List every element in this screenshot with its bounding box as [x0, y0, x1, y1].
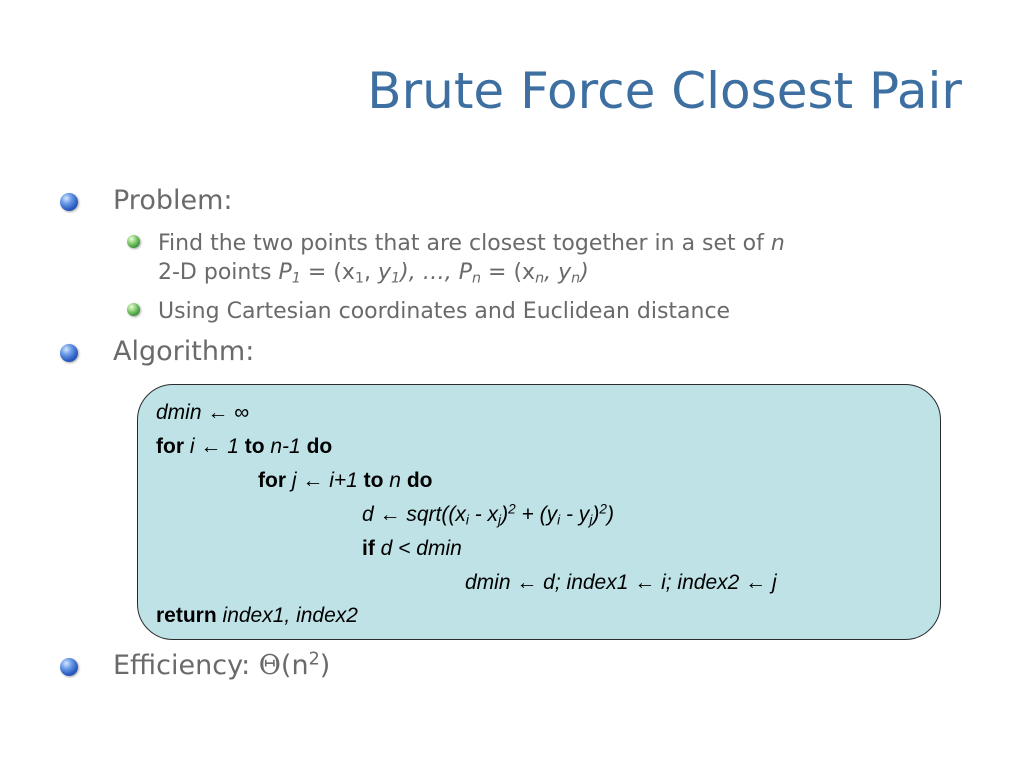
kw-if: if — [362, 537, 375, 560]
blue-bullet-icon — [60, 344, 78, 362]
code-paren: ) — [501, 503, 509, 526]
sub-n3: n — [571, 270, 581, 287]
code-dmin: dmin — [156, 401, 202, 424]
algorithm-pseudocode-box: dmin ← ∞ for i ← 1 to n-1 do for j ← i+1… — [137, 384, 941, 640]
code-n-1: n-1 — [270, 435, 301, 458]
kw-for: for — [258, 469, 286, 492]
code-line-6: dmin ← d; index1 ← i; index2 ← j — [465, 571, 777, 595]
sup-2: 2 — [508, 501, 516, 517]
problem-line1: Find the two points that are closest tog… — [158, 231, 771, 256]
code-i: i — [184, 435, 201, 458]
comma2: , — [544, 260, 559, 285]
var-p: P — [278, 260, 292, 285]
kw-for: for — [156, 435, 184, 458]
green-bullet-icon — [127, 235, 140, 248]
var-n: n — [770, 231, 785, 256]
var-x: x — [341, 260, 355, 285]
sub-1c: 1 — [391, 270, 401, 287]
code-paren2: ) — [592, 503, 600, 526]
sub-1: 1 — [291, 270, 301, 287]
blue-bullet-icon — [60, 193, 78, 211]
code-assign-inf: ← ∞ — [201, 401, 250, 424]
efficiency-close: ) — [319, 650, 331, 681]
sub-n2: n — [535, 270, 545, 287]
code-line-2: for i ← 1 to n-1 do — [156, 435, 332, 459]
slide-title: Brute Force Closest Pair — [367, 62, 962, 120]
theta-symbol: Θ — [258, 650, 281, 681]
kw-to: to — [357, 469, 390, 492]
eq2: = ( — [481, 260, 523, 285]
code-d-sqrt: d ← sqrt((x — [362, 503, 466, 526]
efficiency-label: Efficiency: — [113, 650, 259, 681]
kw-to: to — [238, 435, 271, 458]
kw-do: do — [400, 469, 433, 492]
subbullet-problem-definition-text: Find the two points that are closest tog… — [158, 229, 785, 294]
code-minus-y: - y — [560, 503, 590, 526]
code-arrow: ← — [200, 435, 228, 458]
code-minus-x: - x — [468, 503, 499, 526]
sup-2b: 2 — [599, 501, 607, 517]
var-pn: P — [458, 260, 472, 285]
comma1: , — [363, 260, 378, 285]
code-line-5: if d < dmin — [362, 537, 462, 561]
code-one: 1 — [227, 435, 239, 458]
bullet-problem-label: Problem: — [113, 185, 233, 216]
kw-return: return — [156, 604, 217, 627]
bullet-algorithm-label: Algorithm: — [113, 336, 255, 367]
bullet-efficiency-text: Efficiency: Θ(n2) — [113, 650, 330, 681]
code-plus-y: + (y — [515, 503, 558, 526]
code-line-7: return index1, index2 — [156, 604, 358, 628]
code-assign-indices: dmin ← d; index1 ← i; index2 ← j — [465, 571, 777, 594]
code-paren3: ) — [606, 503, 614, 526]
var-y2: y — [558, 260, 572, 285]
code-condition: d < dmin — [374, 537, 462, 560]
efficiency-open: (n — [280, 650, 309, 681]
sub-j: j — [498, 512, 502, 528]
code-n: n — [389, 469, 401, 492]
code-j: j — [286, 469, 303, 492]
kw-do: do — [300, 435, 333, 458]
code-arrow: ← — [302, 469, 330, 492]
close1: ), …, — [400, 260, 459, 285]
code-line-4: d ← sqrt((xi - xj)2 + (yi - yj)2) — [362, 501, 614, 532]
sub-n: n — [471, 270, 482, 287]
var-y: y — [377, 260, 392, 285]
code-line-1: dmin ← ∞ — [156, 401, 249, 425]
green-bullet-icon — [127, 303, 140, 316]
sub-i: i — [465, 512, 469, 528]
code-line-3: for j ← i+1 to n do — [258, 469, 432, 493]
efficiency-exponent: 2 — [308, 649, 320, 670]
subbullet-coordinates-text: Using Cartesian coordinates and Euclidea… — [158, 299, 731, 324]
blue-bullet-icon — [60, 658, 78, 676]
eq1: = ( — [300, 260, 342, 285]
sub-i2: i — [557, 512, 561, 528]
problem-line2: 2-D points — [158, 260, 279, 285]
code-return-values: index1, index2 — [216, 604, 358, 627]
sub-1b: 1 — [354, 270, 364, 287]
sub-j2: j — [589, 512, 593, 528]
code-i-plus-1: i+1 — [329, 469, 358, 492]
close2: ) — [580, 260, 589, 285]
var-x2: x — [522, 260, 536, 285]
